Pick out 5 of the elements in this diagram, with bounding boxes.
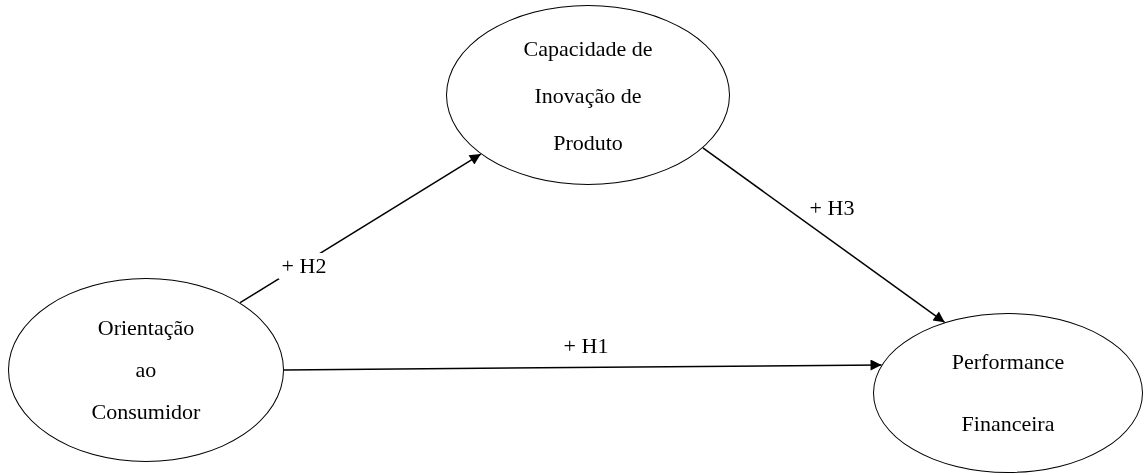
node-label: Orientação ao Consumidor [90,314,202,426]
node-label: Capacidade de Inovação de Produto [522,34,654,157]
arrow [702,147,946,324]
node-label: Performance Financeira [950,348,1066,438]
arrow [283,359,883,371]
